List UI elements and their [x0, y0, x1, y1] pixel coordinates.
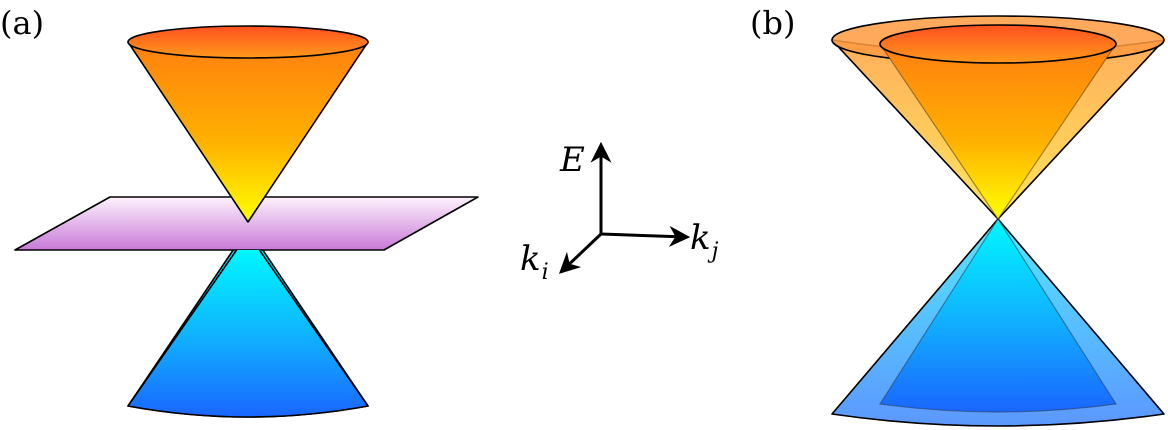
kj-axis-label: kj [690, 218, 719, 264]
inner-lower-cone-b [878, 217, 1118, 413]
panel-b: (b) [750, 4, 1165, 427]
ki-axis-arrow [558, 232, 603, 274]
panel-a-label: (a) [0, 4, 44, 42]
panel-a: (a) [0, 4, 479, 418]
lower-cone-a-below-plane [127, 249, 369, 418]
panel-b-label: (b) [750, 4, 795, 42]
ki-axis-label: ki [520, 239, 549, 285]
kj-axis-arrow [600, 225, 691, 247]
upper-cone-a [127, 25, 369, 223]
ki-axis-subscript: i [542, 260, 549, 285]
fermi-plane [14, 196, 479, 251]
inner-upper-cone-b [878, 24, 1118, 221]
energy-axis-label: E [559, 140, 585, 180]
axes-triad: E kj ki [520, 140, 719, 285]
